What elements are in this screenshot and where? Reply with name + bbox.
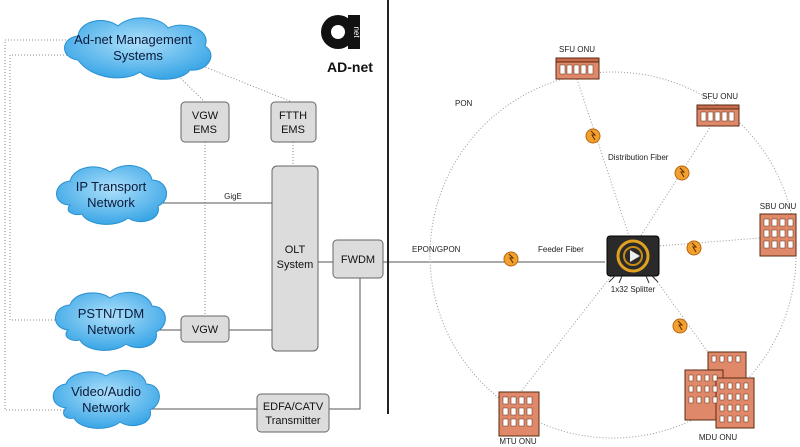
cloud-ad-net-management: Ad-net Management Systems xyxy=(64,17,212,80)
box-label-line2: EMS xyxy=(193,124,217,136)
splitter-device-icon xyxy=(606,235,660,284)
gige-label: GigE xyxy=(224,192,242,201)
box-label-line1: OLT xyxy=(285,244,306,256)
sbu-onu-building: SBU ONU xyxy=(759,202,797,257)
vgw-ems-box: VGW EMS xyxy=(180,101,230,143)
fiber-icon xyxy=(686,240,702,256)
splitter-label: 1x32 Splitter xyxy=(611,285,656,294)
edfa-catv-box: EDFA/CATV Transmitter xyxy=(256,393,330,433)
mtu-onu-building: MTU ONU xyxy=(498,391,540,446)
ad-net-logo: net AD-net xyxy=(321,15,373,75)
fiber-icon xyxy=(503,251,519,267)
box-label-line2: System xyxy=(277,259,314,271)
box-label-line2: Transmitter xyxy=(265,415,321,427)
fiber-icon xyxy=(585,128,601,144)
cloud-label-line1: PSTN/TDM xyxy=(78,306,144,321)
feeder-fiber-label: Feeder Fiber xyxy=(538,245,584,254)
pon-label: PON xyxy=(455,99,473,108)
vgw-box: VGW xyxy=(180,315,230,343)
left-dotted-bus xyxy=(4,39,78,411)
mtu-onu-label: MTU ONU xyxy=(499,437,537,446)
cloud-label-line1: Ad-net Management xyxy=(74,32,192,47)
sfu-onu-label: SFU ONU xyxy=(702,92,738,101)
cloud-label-line2: Network xyxy=(87,322,135,337)
sbu-onu-label: SBU ONU xyxy=(760,202,797,211)
cloud-label-line2: Network xyxy=(87,195,135,210)
fiber-icons xyxy=(503,128,702,334)
cloud-video-audio: Video/Audio Network xyxy=(52,369,160,429)
management-links xyxy=(169,64,294,316)
box-label: VGW xyxy=(192,324,219,336)
fiber-icon xyxy=(672,318,688,334)
cloud-ip-transport: IP Transport Network xyxy=(56,165,167,225)
box-label: FWDM xyxy=(341,254,375,266)
box-label-line2: EMS xyxy=(281,124,305,136)
olt-system-box: OLT System xyxy=(271,165,319,352)
box-label-line1: EDFA/CATV xyxy=(263,401,324,413)
sfu-onu-label: SFU ONU xyxy=(559,45,595,54)
cloud-label-line1: Video/Audio xyxy=(71,384,141,399)
box-label-line1: FTTH xyxy=(279,110,307,122)
distribution-fiber-label: Distribution Fiber xyxy=(608,153,669,162)
ftth-ems-box: FTTH EMS xyxy=(270,101,317,143)
cloud-label-line1: IP Transport xyxy=(76,179,147,194)
fwdm-box: FWDM xyxy=(332,239,384,279)
mdu-onu-label: MDU ONU xyxy=(699,433,737,442)
brand-name: AD-net xyxy=(327,59,373,75)
epon-gpon-label: EPON/GPON xyxy=(412,245,461,254)
fiber-icon xyxy=(674,165,690,181)
sfu-onu-building-1: SFU ONU xyxy=(555,45,600,80)
solid-links xyxy=(140,202,605,410)
cloud-pstn-tdm: PSTN/TDM Network xyxy=(55,291,166,351)
sfu-onu-building-2: SFU ONU xyxy=(696,92,740,127)
box-label-line1: VGW xyxy=(192,110,219,122)
logo-tab-text: net xyxy=(352,26,361,38)
cloud-label-line2: Systems xyxy=(113,48,163,63)
cloud-label-line2: Network xyxy=(82,400,130,415)
mdu-onu-buildings: MDU ONU xyxy=(684,351,755,442)
